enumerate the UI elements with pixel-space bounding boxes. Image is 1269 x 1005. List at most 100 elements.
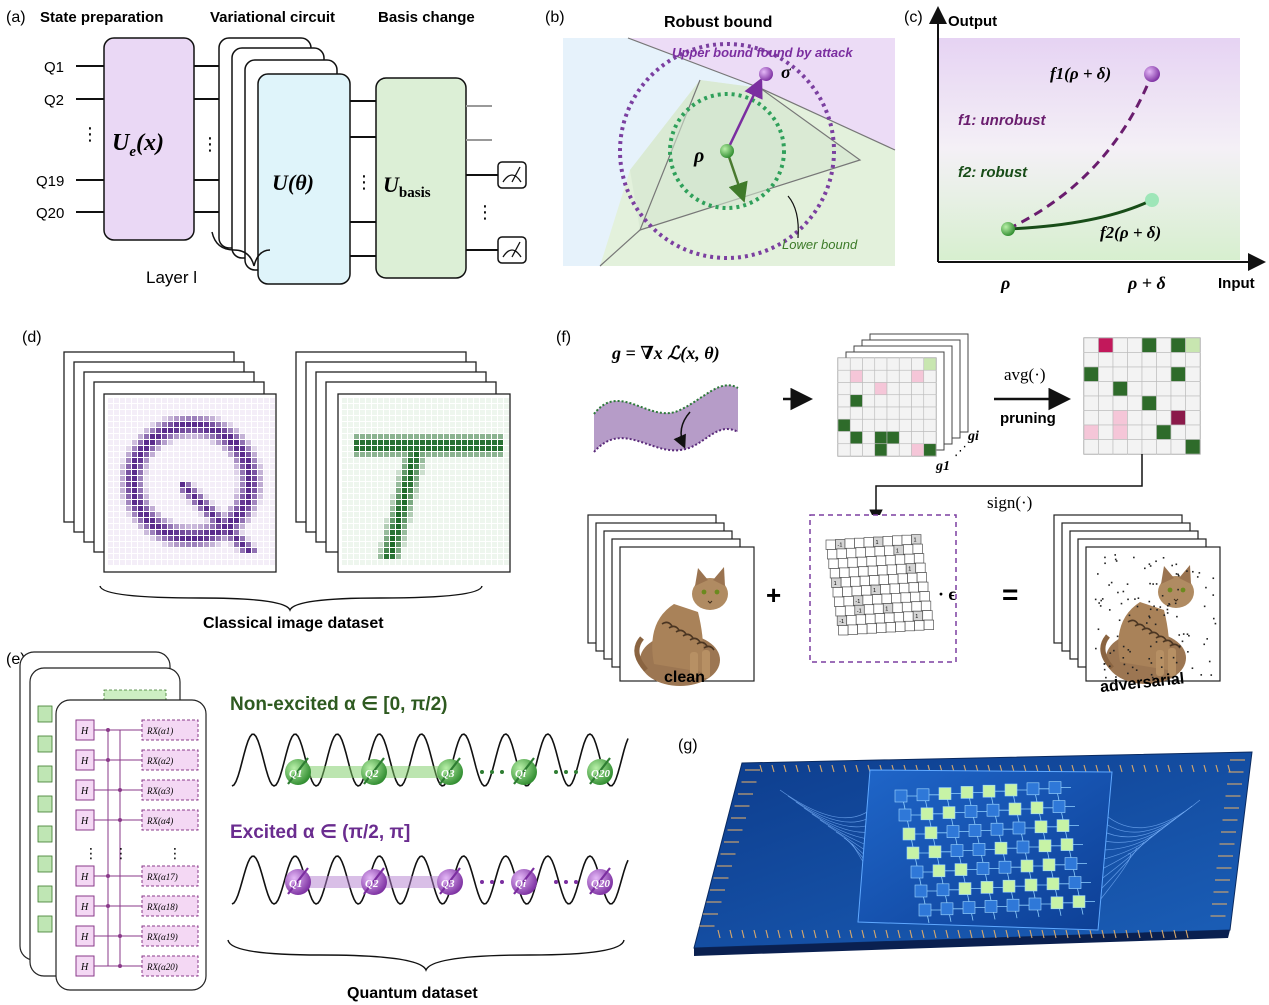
t-pixel bbox=[414, 464, 419, 469]
plus-sign: + bbox=[766, 580, 781, 610]
q-pixel bbox=[150, 524, 155, 529]
avg-gradient-cell bbox=[1083, 424, 1099, 440]
vertical-ellipsis: ⋮ bbox=[201, 134, 219, 154]
qubit-ball-label: Qi bbox=[515, 768, 527, 780]
q-pixel bbox=[168, 536, 173, 541]
q-pixel bbox=[168, 530, 173, 535]
t-pixel bbox=[420, 452, 425, 457]
gradient-cell bbox=[862, 443, 876, 457]
t-pixel bbox=[366, 452, 371, 457]
h-gate-label: H bbox=[80, 786, 89, 797]
q-pixel bbox=[168, 518, 173, 523]
excited-label: Excited α ∈ (π/2, π] bbox=[230, 822, 410, 843]
q-pixel bbox=[204, 434, 209, 439]
t-pixel bbox=[408, 464, 413, 469]
noise-dot bbox=[1104, 562, 1106, 565]
q-pixel bbox=[192, 416, 197, 421]
q-pixel bbox=[120, 458, 125, 463]
loss-surface-icon bbox=[593, 384, 739, 453]
q-pixel bbox=[180, 422, 185, 427]
gradient-cell bbox=[862, 394, 876, 408]
t-pixel bbox=[378, 548, 383, 553]
t-pixel bbox=[474, 434, 479, 439]
sign-value: 1 bbox=[908, 567, 911, 573]
gradient-cell bbox=[886, 382, 900, 396]
q-digit-image bbox=[108, 398, 275, 565]
noise-dot bbox=[1152, 583, 1154, 585]
q-pixel bbox=[192, 530, 197, 535]
noise-dot bbox=[1177, 574, 1180, 577]
q-pixel bbox=[252, 500, 257, 505]
q-pixel bbox=[198, 422, 203, 427]
q-pixel bbox=[168, 542, 173, 547]
t-pixel bbox=[354, 452, 359, 457]
input-wires bbox=[76, 65, 104, 213]
sign-label: sign(·) bbox=[987, 493, 1032, 512]
q-pixel bbox=[240, 542, 245, 547]
t-pixel bbox=[354, 434, 359, 439]
t-pixel bbox=[396, 440, 401, 445]
q-pixel bbox=[210, 512, 215, 517]
h-gate-label: H bbox=[80, 816, 89, 827]
q-pixel bbox=[144, 518, 149, 523]
t-pixel bbox=[408, 512, 413, 517]
pruning-label: pruning bbox=[1000, 410, 1056, 427]
t-pixel bbox=[432, 446, 437, 451]
q-pixel bbox=[126, 494, 131, 499]
panel-c: (c) Output Input ρ ρ + δ f1(ρ + δ) f2(ρ … bbox=[904, 6, 1266, 293]
rx-gate bbox=[141, 809, 199, 831]
q-pixel bbox=[204, 416, 209, 421]
noise-dot bbox=[1123, 663, 1126, 666]
q-pixel bbox=[180, 482, 185, 487]
q-pixel bbox=[144, 482, 149, 487]
noise-dot bbox=[1155, 560, 1157, 563]
gradient-cell bbox=[849, 394, 863, 408]
sign-cell bbox=[848, 566, 860, 578]
gradient-cell bbox=[911, 357, 925, 371]
g1-label: g1 bbox=[935, 459, 950, 474]
q-pixel bbox=[144, 464, 149, 469]
t-pixel bbox=[384, 452, 389, 457]
noise-dot bbox=[1214, 622, 1217, 625]
t-pixel bbox=[360, 440, 365, 445]
q-pixel bbox=[198, 524, 203, 529]
upper-bound-circle bbox=[618, 42, 836, 260]
chip-qubit bbox=[1008, 802, 1022, 816]
t-pixel bbox=[390, 500, 395, 505]
q-pixel bbox=[258, 458, 263, 463]
gradient-cell bbox=[874, 394, 888, 408]
q-pixel bbox=[228, 506, 233, 511]
t-pixel bbox=[384, 530, 389, 535]
chip-qubit bbox=[916, 788, 930, 802]
sign-cell bbox=[856, 556, 868, 568]
chip-qubit bbox=[962, 901, 976, 914]
sign-cell bbox=[916, 572, 927, 583]
gradient-cell bbox=[837, 443, 851, 457]
q-pixel bbox=[240, 452, 245, 457]
q-pixel bbox=[162, 536, 167, 541]
t-pixel bbox=[378, 440, 383, 445]
q-pixel bbox=[240, 482, 245, 487]
noise-dot bbox=[1114, 554, 1117, 556]
q-pixel bbox=[198, 488, 203, 493]
sign-cell bbox=[839, 567, 850, 578]
avg-gradient-cell bbox=[1185, 381, 1201, 397]
q-pixel bbox=[222, 518, 227, 523]
q-pixel bbox=[120, 482, 125, 487]
q-pixel bbox=[240, 500, 245, 505]
t-pixel bbox=[396, 446, 401, 451]
chip-qubit bbox=[1006, 898, 1020, 912]
gradient-cell bbox=[923, 418, 937, 432]
t-pixel bbox=[402, 518, 407, 523]
t-pixel bbox=[432, 434, 437, 439]
h-gate-back bbox=[37, 735, 53, 753]
sign-cell bbox=[863, 537, 874, 548]
q-pixel bbox=[132, 482, 137, 487]
q-pixel bbox=[240, 488, 245, 493]
f1-endpoint bbox=[1144, 66, 1160, 82]
avg-gradient-cell bbox=[1170, 410, 1186, 426]
t-pixel bbox=[450, 440, 455, 445]
sign-cell bbox=[920, 600, 932, 611]
chip-qubit bbox=[924, 826, 938, 840]
